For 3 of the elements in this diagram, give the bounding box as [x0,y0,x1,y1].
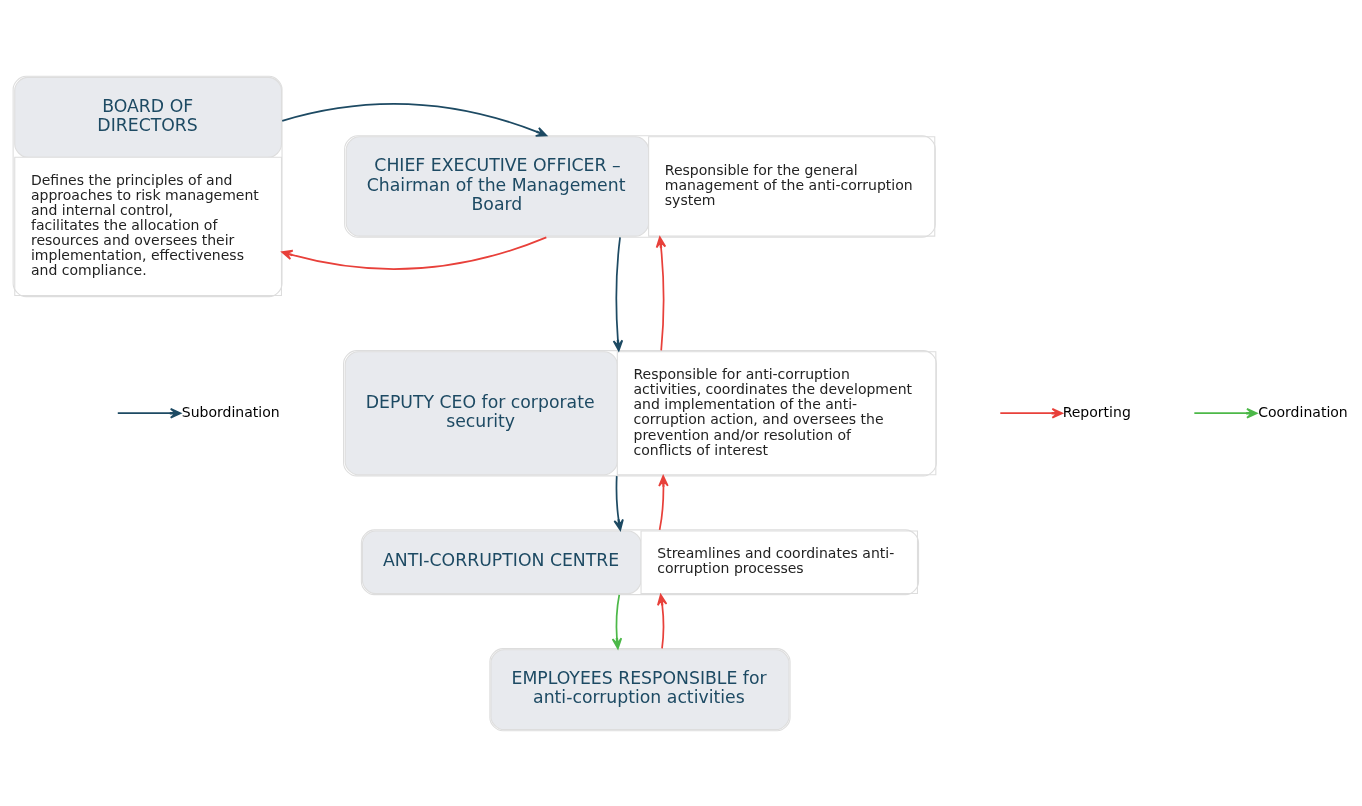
legend-label: Subordination [181,403,280,420]
legend-label: Coordination [1258,403,1348,420]
legend-label: Reporting [1062,403,1131,420]
